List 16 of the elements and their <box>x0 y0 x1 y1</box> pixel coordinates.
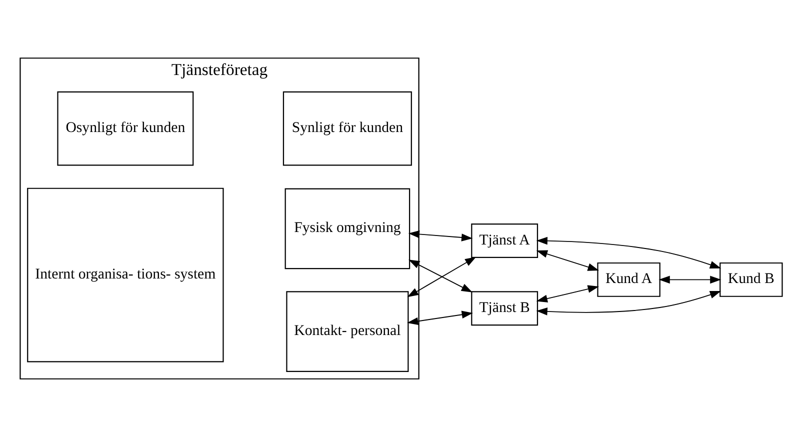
node-box: Synligt för kunden <box>282 90 412 166</box>
node-box: Fysisk omgivning <box>284 188 410 269</box>
arrow <box>658 275 722 284</box>
arrow <box>536 290 722 315</box>
arrow <box>536 250 599 270</box>
node-box: Tjänst A <box>471 223 538 258</box>
node-box: Internt organisa- tions- system <box>27 187 224 362</box>
node-box: Kontakt- personal <box>286 290 409 372</box>
arrow <box>536 284 599 302</box>
arrow <box>407 310 473 325</box>
arrow <box>536 236 722 268</box>
arrow <box>408 230 473 241</box>
node-box: Kund A <box>597 262 660 296</box>
node-box: Tjänst B <box>471 290 538 326</box>
node-box: Osynligt för kunden <box>57 90 194 166</box>
node-box: Kund B <box>720 262 783 296</box>
